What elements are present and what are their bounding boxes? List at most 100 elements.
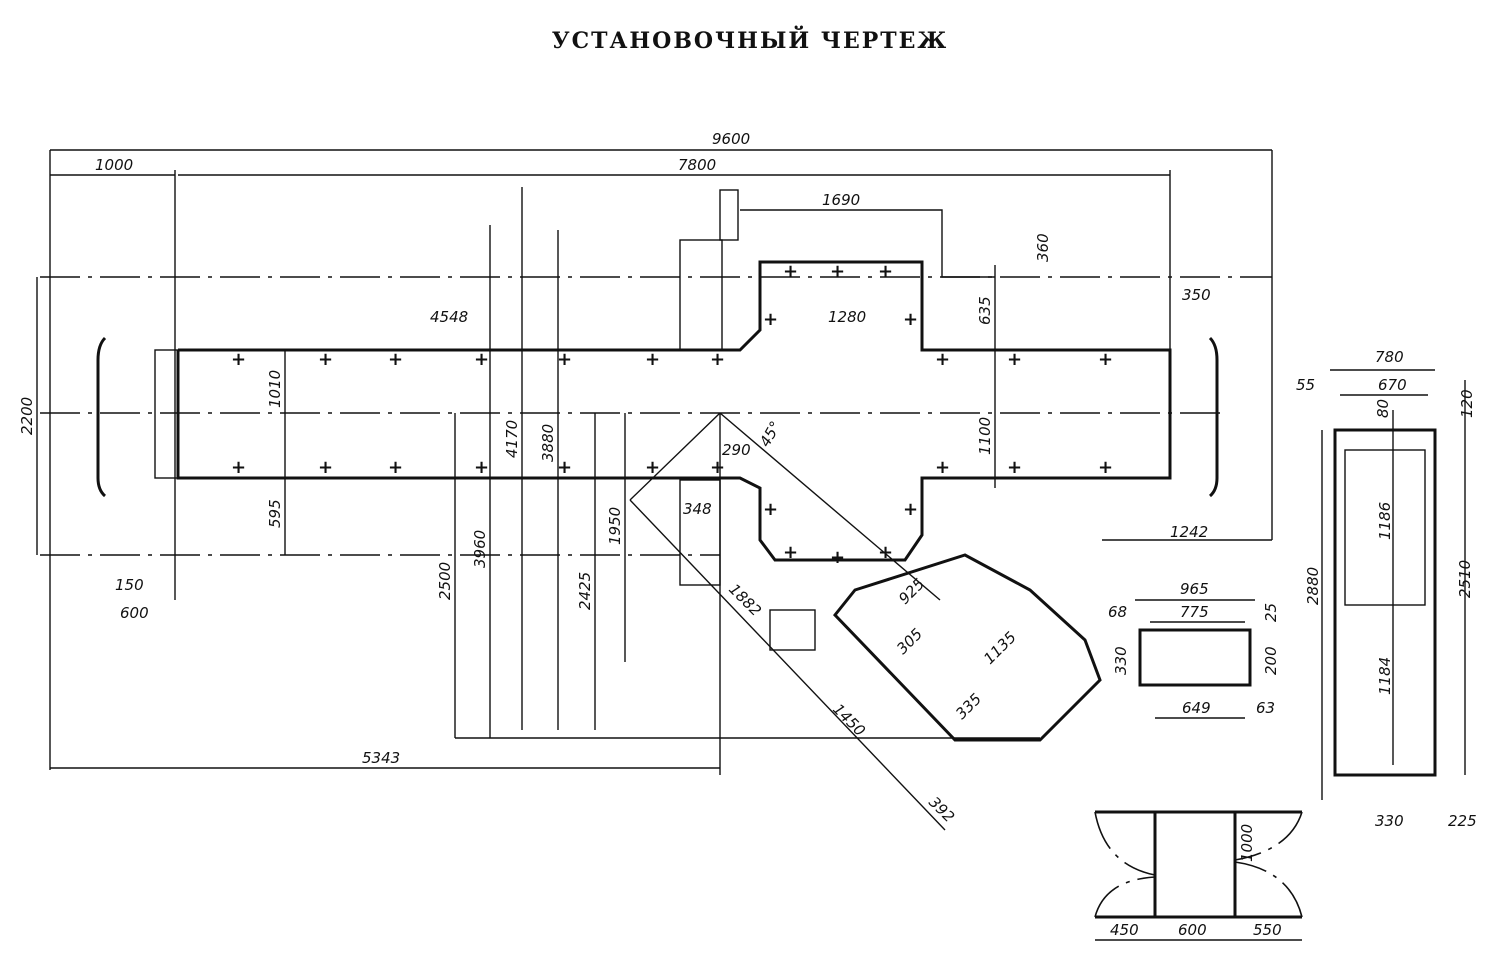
svg-text:+: +: [388, 349, 403, 370]
label-63: 63: [1256, 699, 1275, 717]
drawing-title: УСТАНОВОЧНЫЙ ЧЕРТЕЖ: [551, 28, 949, 54]
label-450: 450: [1110, 921, 1139, 939]
label-1010: 1010: [266, 370, 284, 408]
svg-text:+: +: [783, 542, 798, 563]
svg-text:+: +: [710, 457, 725, 478]
label-1000-pit: 1000: [1238, 824, 1256, 862]
svg-text:+: +: [878, 261, 893, 282]
svg-text:+: +: [1007, 349, 1022, 370]
label-360: 360: [1034, 233, 1052, 262]
label-3960: 3960: [471, 530, 489, 568]
label-635: 635: [976, 296, 994, 325]
motor-box: [679, 479, 721, 586]
svg-text:+: +: [231, 349, 246, 370]
label-1186: 1186: [1376, 502, 1394, 540]
diag-line-2: [719, 412, 941, 601]
side-view-body: [1333, 428, 1437, 777]
label-780: 780: [1375, 348, 1404, 366]
label-1184: 1184: [1376, 657, 1394, 695]
label-925: 925: [895, 575, 928, 608]
slant-unit: [833, 553, 1102, 742]
label-1135: 1135: [980, 628, 1020, 668]
label-225: 225: [1448, 812, 1477, 830]
label-68: 68: [1108, 603, 1127, 621]
svg-text:+: +: [1098, 349, 1113, 370]
label-1000: 1000: [95, 156, 133, 174]
side-view-upper: [1344, 449, 1426, 606]
label-1690: 1690: [822, 191, 860, 209]
label-4548: 4548: [430, 308, 468, 326]
label-5343: 5343: [362, 749, 400, 767]
svg-text:+: +: [231, 457, 246, 478]
label-2500: 2500: [436, 562, 454, 600]
label-330-side: 330: [1375, 812, 1404, 830]
dimension-labels: 9600 7800 1000 1690 360 4548 1280 635 35…: [18, 130, 1477, 939]
label-80: 80: [1374, 399, 1392, 418]
svg-text:+: +: [388, 457, 403, 478]
svg-text:+: +: [783, 261, 798, 282]
label-330-plate: 330: [1112, 646, 1130, 675]
anchor-marks: ++++++++++ ++++++++++ +++++ +++++: [231, 261, 1113, 568]
svg-text:+: +: [645, 349, 660, 370]
label-965: 965: [1180, 580, 1209, 598]
label-305: 305: [893, 625, 926, 658]
label-2880: 2880: [1304, 567, 1322, 605]
label-1280: 1280: [828, 308, 866, 326]
pit-detail: [1095, 810, 1302, 919]
diag-line-1: [629, 412, 721, 501]
svg-text:+: +: [557, 457, 572, 478]
svg-text:+: +: [645, 457, 660, 478]
label-595: 595: [266, 499, 284, 528]
label-1950: 1950: [606, 507, 624, 545]
pit-arcs: [1094, 811, 1303, 918]
svg-text:+: +: [903, 499, 918, 520]
svg-text:+: +: [1007, 457, 1022, 478]
svg-text:+: +: [318, 457, 333, 478]
svg-text:+: +: [830, 547, 845, 568]
guard-right: [1208, 336, 1219, 498]
bed-end: [154, 349, 179, 479]
label-1450: 1450: [829, 700, 869, 740]
label-350: 350: [1182, 286, 1211, 304]
dim-ext-1690: [740, 209, 995, 278]
guard-left: [96, 336, 107, 498]
headstock-top: [719, 189, 739, 241]
label-670: 670: [1378, 376, 1407, 394]
label-550: 550: [1253, 921, 1282, 939]
label-290: 290: [722, 441, 751, 459]
svg-text:+: +: [557, 349, 572, 370]
label-200: 200: [1262, 646, 1280, 675]
label-775: 775: [1180, 603, 1209, 621]
headstock-box: [679, 239, 723, 351]
svg-text:+: +: [830, 261, 845, 282]
label-2200: 2200: [18, 397, 36, 435]
svg-text:+: +: [763, 499, 778, 520]
foundation-plate: [1138, 628, 1252, 687]
svg-text:+: +: [318, 349, 333, 370]
label-2425: 2425: [576, 572, 594, 610]
label-335: 335: [952, 690, 985, 723]
label-45deg: 45°: [756, 418, 785, 450]
label-1242: 1242: [1170, 523, 1208, 541]
svg-text:+: +: [878, 542, 893, 563]
label-120: 120: [1458, 389, 1476, 418]
diag-line-3: [629, 499, 946, 831]
machine-bed-outline: [176, 260, 1172, 562]
motor: [769, 609, 816, 651]
svg-text:+: +: [935, 349, 950, 370]
label-600-pit: 600: [1178, 921, 1207, 939]
label-2510: 2510: [1456, 560, 1474, 598]
label-1100: 1100: [976, 417, 994, 455]
label-392: 392: [925, 793, 958, 826]
label-55: 55: [1296, 376, 1315, 394]
label-348: 348: [683, 500, 712, 518]
label-649: 649: [1182, 699, 1211, 717]
svg-text:+: +: [710, 349, 725, 370]
label-600: 600: [120, 604, 149, 622]
svg-text:+: +: [763, 309, 778, 330]
label-4170: 4170: [503, 420, 521, 458]
svg-text:+: +: [903, 309, 918, 330]
label-3880: 3880: [539, 424, 557, 462]
svg-text:+: +: [474, 457, 489, 478]
